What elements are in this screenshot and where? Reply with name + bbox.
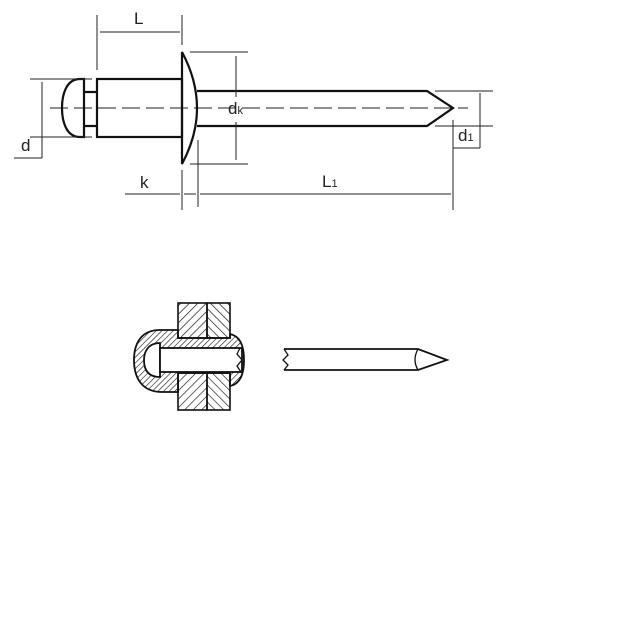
mandrel-shank	[197, 89, 455, 128]
broken-mandrel	[284, 348, 450, 371]
label-dk: dk	[228, 99, 243, 118]
mandrel-break-right	[282, 348, 289, 371]
mandrel-bore	[159, 347, 243, 373]
rivet-dimension-view: L dk d d1	[14, 9, 493, 210]
mandrel-break-left	[236, 347, 243, 373]
plate-lower-right	[206, 372, 231, 411]
plate-lower-left	[177, 372, 208, 411]
dimension-L1: L1	[200, 120, 454, 210]
plate-upper-right	[206, 302, 231, 339]
dimension-L: L	[96, 9, 183, 70]
mandrel-tip-edge	[414, 348, 419, 371]
plate-upper-left	[177, 302, 208, 339]
label-d: d	[21, 136, 30, 155]
label-k: k	[140, 173, 149, 192]
dimension-k: k	[125, 140, 199, 210]
dimension-d: d	[14, 78, 92, 159]
label-d1: d1	[458, 126, 474, 145]
label-L1: L1	[322, 172, 338, 191]
mandrel-head-section	[143, 342, 161, 378]
rivet-section-view	[133, 302, 450, 411]
rivet-flange	[180, 51, 199, 165]
mandrel-neck	[84, 90, 97, 128]
label-L: L	[134, 9, 143, 28]
dimension-dk: dk	[190, 51, 248, 165]
dimension-d1: d1	[435, 90, 493, 149]
